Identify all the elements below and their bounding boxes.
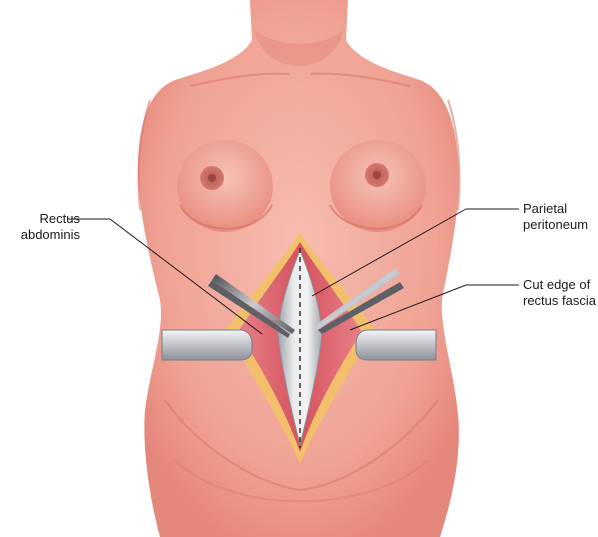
label-rectus-line2: abdominis — [20, 227, 80, 242]
label-parietal-peritoneum: Parietal peritoneum — [523, 201, 588, 233]
right-retractor — [355, 329, 437, 361]
clavicle-left — [189, 72, 291, 87]
label-peritoneum-line2: peritoneum — [523, 217, 589, 232]
abdominal-fold — [164, 399, 439, 492]
neck-shadow — [255, 30, 343, 66]
right-forceps — [314, 268, 400, 330]
label-fascia-line2: rectus fascia — [523, 293, 596, 308]
right-arm-edge — [447, 99, 461, 211]
left-breast — [177, 140, 273, 232]
label-fascia-line1: Cut edge of — [523, 277, 591, 292]
label-peritoneum-line1: Parietal — [523, 201, 568, 216]
left-retractor — [161, 329, 253, 361]
left-forceps — [212, 274, 295, 334]
left-arm-edge — [137, 99, 151, 211]
label-rectus-abdominis: Rectus abdominis — [0, 211, 80, 243]
clavicle-right — [309, 72, 411, 87]
label-cut-edge-rectus-fascia: Cut edge of rectus fascia — [523, 277, 596, 309]
label-rectus-line1: Rectus — [39, 211, 80, 226]
